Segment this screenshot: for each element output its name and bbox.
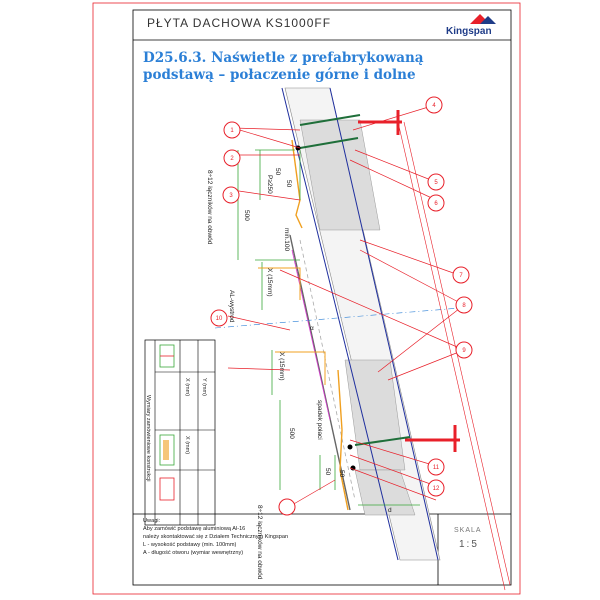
callout-balloons: [210, 96, 473, 516]
callout-numbers: 1 2 3 4 5 6 7 8 9 10 11 12: [216, 103, 467, 492]
dim-50b: 50: [285, 180, 292, 188]
callout-num: 2: [230, 156, 234, 162]
col-y: Y (mm): [201, 378, 207, 396]
side-table: [144, 339, 216, 526]
notes-line-4: A - długość otworu (wymiar wewnętrzny): [143, 550, 244, 556]
col-x2: X (mm): [184, 436, 190, 454]
callout-num: 7: [459, 273, 463, 279]
callout-12: [427, 479, 445, 497]
fixings-bottom: 8÷12 łączników na obwód: [256, 505, 263, 580]
logo-roof-icon: [470, 14, 496, 24]
dim-500a: 500: [243, 210, 250, 221]
callout-4: [425, 96, 443, 114]
dimension-lines: [237, 149, 420, 506]
callout-num: 10: [216, 316, 223, 322]
callout-7: [452, 266, 470, 284]
callout-num: 11: [433, 465, 440, 471]
al-label: AL-wystrod: [228, 290, 235, 323]
leader-lines: [227, 104, 465, 506]
notes-line-1: Aby zamówić podstawę aluminiową Al-16: [143, 526, 246, 532]
slope-label: spadek połaci: [316, 400, 323, 440]
callout-num: 6: [434, 201, 438, 207]
drawing-title: D25.6.3. Naświetle z prefabrykowaną pods…: [143, 50, 513, 84]
title-line-2: podstawą – połaczenie górne i dolne: [143, 67, 416, 83]
callout-9: [455, 341, 473, 359]
callout-num: 3: [229, 193, 233, 199]
brand-name: Kingspan: [446, 26, 492, 37]
fasteners: [295, 114, 411, 471]
callout-1: [223, 121, 241, 139]
callout-num: 4: [432, 103, 436, 109]
callout-5: [427, 173, 445, 191]
scale-value: 1:5: [459, 539, 479, 550]
callout-num: 12: [433, 486, 440, 492]
dimension-texts: P≥250 50 50 500 min.100 X (15mm) X (15mm…: [206, 168, 392, 580]
callout-num: 1: [230, 128, 234, 134]
notes-line-3: L - wysokość podstawy (min. 100mm): [143, 542, 237, 548]
callout-13: [278, 498, 296, 516]
dim-50a: 50: [274, 168, 281, 176]
callout-2: [223, 149, 241, 167]
side-table-texts: Wymiary zamówieniowe konstrukcji X (mm) …: [145, 378, 207, 481]
alpha-label: α: [310, 325, 314, 332]
roof-panel: [214, 87, 461, 561]
callout-num: 8: [462, 303, 466, 309]
callout-10: [210, 309, 228, 327]
callout-11: [427, 458, 445, 476]
dim-500b: 500: [288, 428, 295, 439]
side-table-heading: Wymiary zamówieniowe konstrukcji: [145, 395, 151, 481]
callout-8: [455, 296, 473, 314]
fixings-top: 8÷12 łączników na obwód: [206, 170, 213, 245]
dim-x15b: X (15mm): [278, 352, 285, 381]
dim-50d: 50: [338, 470, 345, 478]
callout-num: 5: [434, 180, 438, 186]
dim-min100: min.100: [283, 228, 290, 252]
dim-50c: 50: [324, 468, 331, 476]
sheet-title: PŁYTA DACHOWA KS1000FF: [147, 16, 332, 30]
col-x: X (mm): [184, 378, 190, 396]
page-frame: [92, 2, 521, 595]
notes-line-2: należy skontaktować się z Działem Techni…: [143, 534, 289, 540]
dim-x15a: X (15mm): [266, 268, 273, 297]
scale-label: SKALA: [454, 527, 482, 534]
callout-num: 9: [462, 348, 466, 354]
notes-heading: Uwagi:: [143, 518, 161, 524]
callout-3: [222, 186, 240, 204]
orange-markers: [258, 267, 326, 385]
dim-p250: P≥250: [266, 175, 273, 194]
brand-logo: Kingspan: [446, 12, 506, 38]
inner-frame: [132, 9, 512, 586]
title-line-1: D25.6.3. Naświetle z prefabrykowaną: [143, 50, 424, 66]
dim-d: d: [388, 507, 392, 514]
notes-block: Uwagi: Aby zamówić podstawę aluminiową A…: [143, 517, 288, 557]
callout-6: [427, 194, 445, 212]
